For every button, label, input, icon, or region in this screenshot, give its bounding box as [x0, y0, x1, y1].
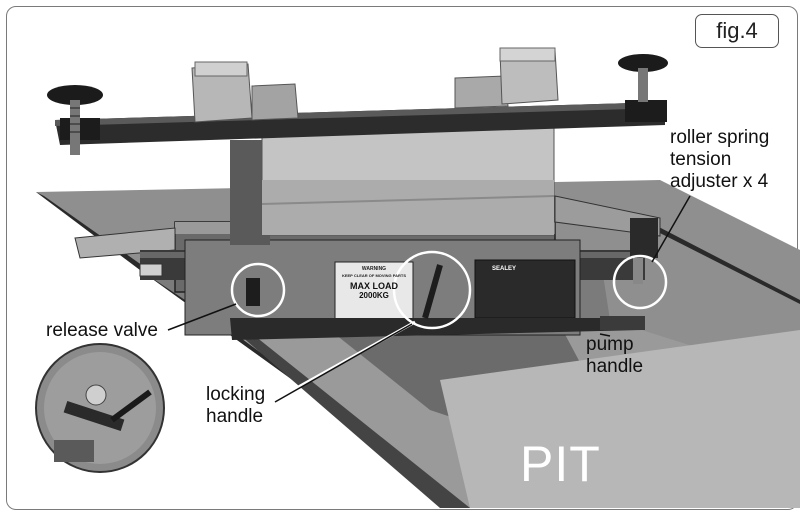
- roller-adjuster-circle: [612, 254, 668, 310]
- leader-release-valve: [167, 303, 237, 331]
- callout-locking-handle: locking handle: [206, 384, 266, 427]
- callout-pump-handle: pump handle: [586, 334, 644, 377]
- callout-roller-spring-adjuster: roller spring tension adjuster x 4: [670, 127, 770, 192]
- figure-label: fig.4: [695, 14, 779, 48]
- plate-max-load: MAX LOAD: [350, 281, 398, 291]
- leader-pump-handle: [599, 333, 611, 337]
- callout-release-valve: release valve: [46, 320, 158, 341]
- release-valve-stem: [246, 278, 260, 306]
- locking-handle-bar: [422, 264, 443, 319]
- leader-roller-adjuster: [651, 195, 691, 263]
- pit-floor-dark: [240, 332, 470, 508]
- plate-capacity: 2000KG: [359, 291, 389, 300]
- locking-handle-circle: [392, 250, 472, 330]
- release-valve-circle: [230, 262, 286, 318]
- lift-pad-left-b: [251, 83, 299, 121]
- beam-end-right: [625, 100, 667, 122]
- knob-right: [618, 54, 668, 72]
- plate-brand: SEALEY: [492, 266, 516, 272]
- plate-keep-clear: KEEP CLEAR OF MOVING PARTS: [342, 273, 406, 278]
- lift-pad-right: [454, 75, 509, 109]
- sealey-plate: [474, 259, 576, 319]
- knob-left: [47, 85, 103, 105]
- right-roller-bracket: [630, 218, 658, 258]
- floor-edge-right: [652, 225, 800, 304]
- pit-lit-wall: [440, 330, 800, 508]
- roller-left: [139, 263, 163, 277]
- leader-locking-handle-dark: [274, 323, 413, 403]
- plate-warning: WARNING: [362, 266, 386, 272]
- lift-pad-right-top: [499, 47, 556, 62]
- pit-label: PIT: [520, 436, 601, 492]
- lift-pad-left-top: [194, 61, 248, 77]
- pump-handle-grip: [600, 316, 645, 330]
- zinc-column-shade: [262, 180, 554, 235]
- top-beam: [55, 102, 665, 145]
